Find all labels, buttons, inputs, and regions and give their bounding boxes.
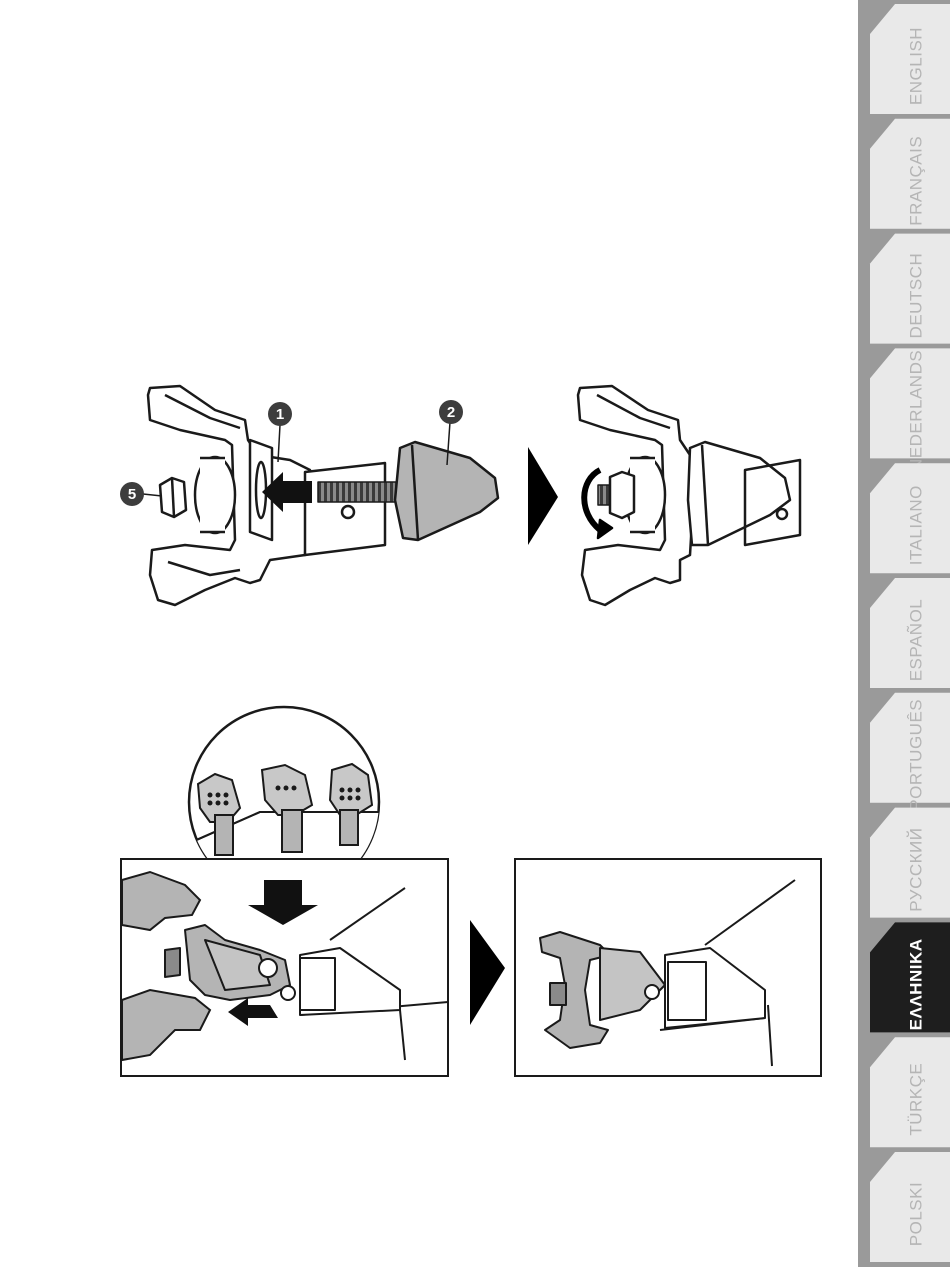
threaded-bolt	[318, 482, 396, 502]
language-tab-9[interactable]: ΕΛΛΗΝΙΚΑ	[870, 922, 950, 1032]
language-tab-4[interactable]: NEDERLANDS	[870, 348, 950, 471]
language-tab-label: FRANÇAIS	[906, 136, 925, 226]
language-tab-label: ENGLISH	[906, 27, 925, 105]
svg-text:5: 5	[128, 486, 136, 503]
language-tab-label: TÜRKÇE	[906, 1063, 925, 1136]
mounting-hand-figure	[121, 859, 448, 1076]
language-tab-8[interactable]: РУССКИЙ	[870, 808, 950, 918]
language-tab-11[interactable]: POLSKI	[870, 1152, 950, 1262]
language-tab-label: NEDERLANDS	[906, 350, 925, 471]
svg-text:2: 2	[447, 404, 455, 421]
cone-knob-part-2	[395, 442, 498, 540]
callout-5: 5	[120, 482, 144, 506]
callout-1: 1	[268, 402, 292, 426]
language-tab-label: DEUTSCH	[906, 253, 925, 339]
language-tab-10[interactable]: TÜRKÇE	[870, 1037, 950, 1147]
language-tab-label: POLSKI	[906, 1182, 925, 1246]
language-tab-1[interactable]: ENGLISH	[870, 4, 950, 114]
language-tab-label: ΕΛΛΗΝΙΚΑ	[906, 938, 925, 1030]
callout-2: 2	[439, 400, 463, 424]
language-tab-strip: ENGLISH FRANÇAIS DEUTSCH NEDERLANDS ITALIANO…	[858, 0, 950, 1267]
language-tab-5[interactable]: ITALIANO	[870, 463, 950, 573]
language-tab-2[interactable]: FRANÇAIS	[870, 119, 950, 229]
svg-text:1: 1	[276, 406, 284, 423]
language-tab-label: РУССКИЙ	[906, 828, 925, 912]
step-arrow-icon	[528, 447, 558, 545]
language-tab-label: ITALIANO	[906, 485, 925, 565]
clamp-assembled-figure	[578, 386, 800, 605]
step-arrow-icon-2	[470, 920, 505, 1025]
language-tab-label: PORTUGUÊS	[906, 699, 925, 811]
language-tab-7[interactable]: PORTUGUÊS	[870, 693, 950, 811]
language-tab-label: ESPAÑOL	[906, 599, 925, 682]
language-tab-3[interactable]: DEUTSCH	[870, 234, 950, 344]
language-tab-6[interactable]: ESPAÑOL	[870, 578, 950, 688]
mounted-clamp-figure	[515, 859, 821, 1076]
